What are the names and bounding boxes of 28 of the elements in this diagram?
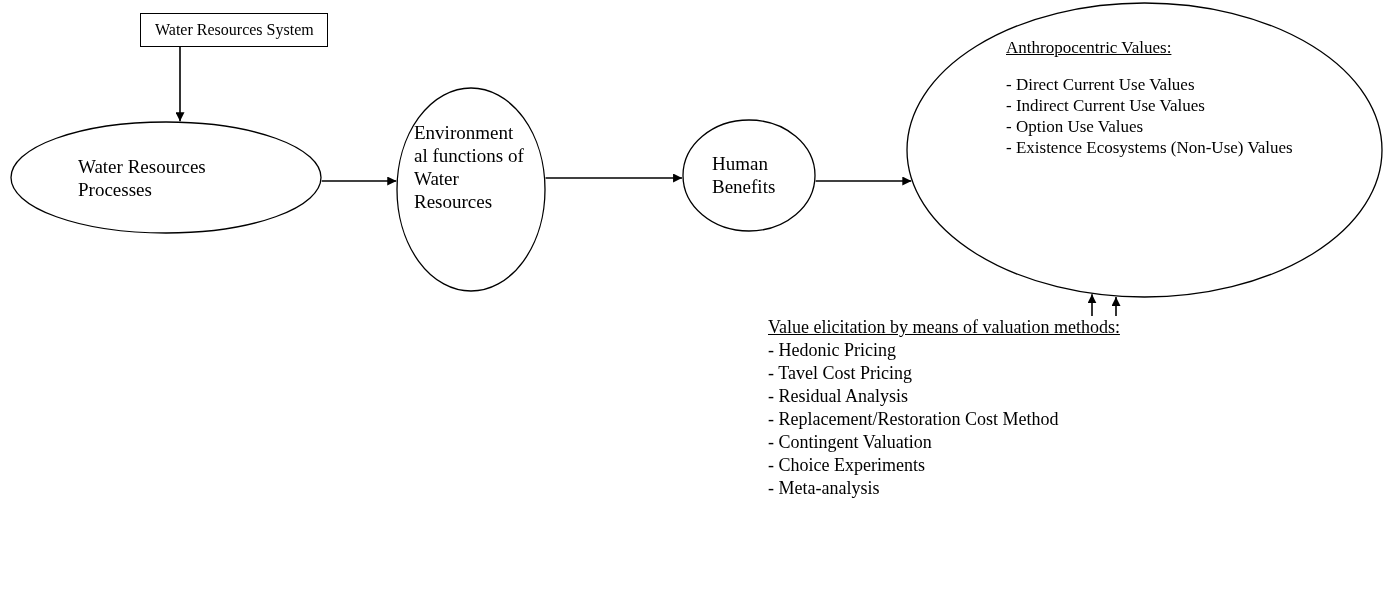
process-ellipse [10,121,322,234]
arrow [175,46,185,123]
list-item: - Direct Current Use Values [1006,74,1196,95]
node-label: Water Resources System [155,20,315,40]
process-box [140,13,328,47]
node-label: Water Resources Processes [78,155,207,201]
list-item: - Replacement/Restoration Cost Method [768,408,1060,431]
arrow [1111,296,1121,317]
list-item: - Choice Experiments [768,454,926,477]
list-item: - Existence Ecosystems (Non-Use) Values [1006,137,1294,158]
node-label: Human Benefits [712,152,777,198]
list-heading: Value elicitation by means of valuation methods: [768,316,1121,339]
process-ellipse [682,119,816,232]
list-item: - Meta-analysis [768,477,881,500]
list-item: - Hedonic Pricing [768,339,897,362]
arrow [320,176,398,186]
list-heading: Anthropocentric Values: [1006,37,1173,58]
arrow [544,173,683,183]
process-ellipse [906,2,1383,298]
node-label: Environment al functions of Water Resources [414,121,525,213]
list-item: - Option Use Values [1006,116,1145,137]
process-circle [396,87,546,292]
arrow [1087,293,1097,317]
list-item: - Indirect Current Use Values [1006,95,1206,116]
list-item: - Contingent Valuation [768,431,933,454]
arrow [814,176,913,186]
list-item: - Tavel Cost Pricing [768,362,913,385]
list-item: - Residual Analysis [768,385,909,408]
